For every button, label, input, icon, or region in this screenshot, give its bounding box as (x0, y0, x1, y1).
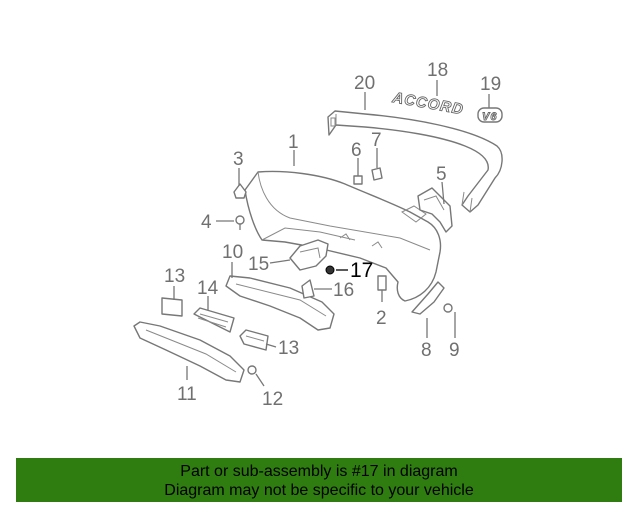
part-16-fastener (301, 279, 315, 299)
callout-16: 16 (333, 280, 354, 301)
part-2-fastener (377, 275, 387, 291)
callout-2: 2 (376, 308, 387, 329)
part-5-side-bracket (417, 187, 453, 233)
callout-11: 11 (177, 384, 197, 405)
part-12-nut (247, 365, 257, 375)
callout-labels: 1 2 3 4 5 6 7 8 9 10 11 12 13 13 14 15 1… (164, 60, 501, 410)
part-7-clip (371, 167, 383, 181)
part-11-lower-absorber (133, 321, 245, 383)
part-19-v6-emblem: V6 (477, 107, 503, 123)
part-13-small-cover-b (239, 329, 269, 351)
part-6-bolt (353, 175, 363, 185)
part-10-absorber (225, 275, 335, 331)
part-4-screw (235, 215, 245, 230)
callout-8: 8 (421, 340, 432, 361)
callout-10: 10 (222, 242, 243, 263)
part-info-banner: Part or sub-assembly is #17 in diagram D… (16, 458, 622, 502)
callout-18: 18 (427, 60, 448, 81)
callout-12: 12 (262, 389, 283, 410)
callout-13-lower: 13 (278, 338, 299, 359)
callout-15: 15 (248, 254, 269, 275)
callout-7: 7 (371, 130, 382, 151)
part-13-small-cover-a (161, 297, 183, 317)
part-20-reinforcement-beam (327, 110, 503, 213)
part-14-grille (193, 307, 235, 333)
part-3-clip (233, 183, 247, 199)
part-17-clip (325, 265, 335, 275)
callout-19: 19 (480, 74, 501, 95)
part-15-bracket (289, 239, 329, 271)
callout-1: 1 (288, 132, 299, 153)
bumper-parts-diagram: ACCORD V6 (133, 60, 503, 410)
callout-17: 17 (350, 259, 373, 282)
svg-text:ACCORD: ACCORD (390, 89, 465, 118)
callout-5: 5 (436, 164, 447, 185)
leader-lines (173, 80, 490, 387)
part-8-side-bracket-lower (411, 281, 445, 315)
callout-13-upper: 13 (164, 266, 185, 287)
callout-4: 4 (201, 212, 212, 233)
banner-line-part: Part or sub-assembly is #17 in diagram (180, 463, 458, 480)
part-18-accord-emblem: ACCORD (390, 89, 466, 119)
svg-text:V6: V6 (482, 111, 497, 123)
part-1-bumper-cover (244, 170, 442, 302)
callout-3: 3 (233, 149, 244, 170)
part-9-screw (443, 303, 453, 313)
callout-20: 20 (354, 73, 375, 94)
callout-14: 14 (197, 278, 219, 299)
banner-line-disclaimer: Diagram may not be specific to your vehi… (164, 482, 474, 499)
callout-6: 6 (351, 140, 362, 161)
callout-9: 9 (449, 340, 460, 361)
